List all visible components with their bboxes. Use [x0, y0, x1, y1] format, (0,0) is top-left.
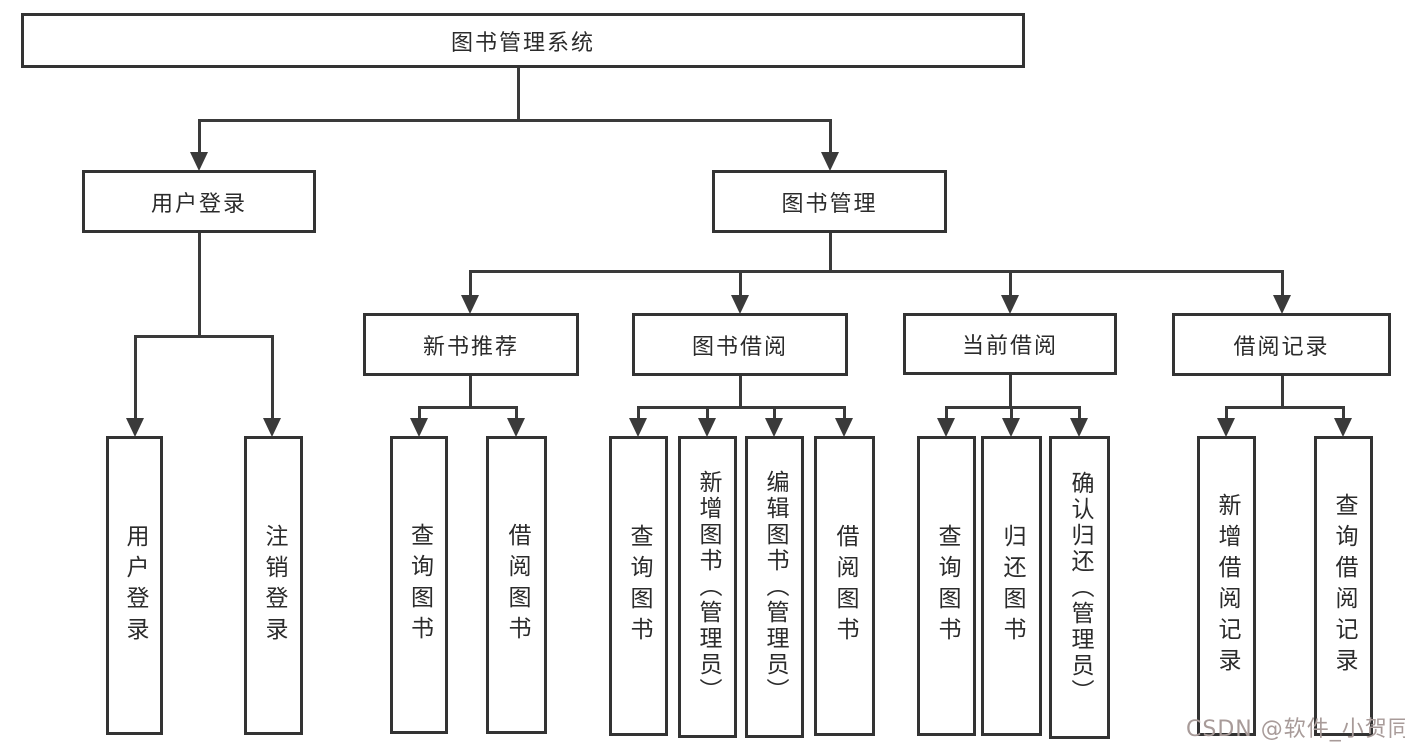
arrow-down-icon	[1273, 295, 1291, 314]
leaf-borrow-books: 借阅图书	[814, 436, 875, 736]
connector-records-vline	[1281, 376, 1284, 409]
connector-borrow-vline	[739, 376, 742, 409]
node-user-login: 用户登录	[82, 170, 316, 233]
arrow-down-icon	[731, 295, 749, 314]
arrow-down-icon	[1334, 418, 1352, 437]
node-label: 查询图书	[406, 523, 433, 647]
connector-current-hline	[945, 406, 1081, 409]
arrow-down-icon	[1001, 295, 1019, 314]
node-label: 借阅图书	[504, 523, 530, 647]
connector-current-vline	[1009, 375, 1012, 409]
node-label: 图书借阅	[691, 334, 788, 360]
leaf-query-books-current: 查询图书	[917, 436, 976, 736]
connector-stub	[945, 406, 948, 420]
node-label: 新书推荐	[422, 334, 519, 360]
connector-login-hline	[134, 335, 274, 338]
connector-stub-book-management	[829, 119, 832, 155]
leaf-edit-book-admin: 编辑图书（管理员）	[745, 436, 804, 738]
connector-login-vline	[198, 233, 201, 338]
connector-stub	[773, 406, 776, 420]
node-label: 查询借阅记录	[1331, 493, 1357, 679]
connector-borrow-hline	[637, 406, 846, 409]
connector-stub	[1225, 406, 1228, 420]
arrow-down-icon	[1217, 418, 1235, 437]
connector-mgmt-vline	[829, 233, 832, 273]
connector-stub	[1342, 406, 1345, 420]
connector-recommend-vline	[469, 376, 472, 409]
node-label: 图书管理	[781, 191, 878, 217]
leaf-user-login: 用户登录	[106, 436, 163, 735]
arrow-down-icon	[126, 418, 144, 437]
connector-stub-login-leaf	[134, 335, 137, 420]
node-label: 注销登录	[261, 523, 287, 648]
leaf-query-books-recommend: 查询图书	[390, 436, 448, 734]
connector-stub-borrow	[739, 270, 742, 298]
arrow-down-icon	[410, 418, 428, 437]
node-current-borrow: 当前借阅	[903, 313, 1117, 375]
node-label: 当前借阅	[961, 334, 1058, 359]
node-label: 查询图书	[626, 524, 652, 648]
connector-stub	[418, 406, 421, 420]
node-label: 借阅记录	[1233, 334, 1330, 360]
arrow-down-icon	[698, 418, 716, 437]
leaf-logout: 注销登录	[244, 436, 303, 735]
connector-stub-user-login	[198, 119, 201, 155]
connector-stub-logout-leaf	[271, 335, 274, 420]
arrow-down-icon	[765, 418, 783, 437]
leaf-query-books-borrow: 查询图书	[609, 436, 668, 736]
leaf-confirm-return-admin: 确认归还（管理员）	[1049, 436, 1110, 739]
connector-stub-recommend	[469, 270, 472, 298]
node-label: 用户登录	[150, 191, 247, 217]
arrow-down-icon	[937, 418, 955, 437]
connector-stub	[706, 406, 709, 420]
connector-stub	[1078, 406, 1081, 420]
connector-stub	[637, 406, 640, 420]
node-label: 用户登录	[122, 523, 148, 648]
arrow-down-icon	[461, 295, 479, 314]
arrow-down-icon	[507, 418, 525, 437]
arrow-down-icon	[263, 418, 281, 437]
connector-stub-current	[1009, 270, 1012, 298]
connector-recommend-hline	[418, 406, 518, 409]
node-label: 图书管理系统	[450, 30, 595, 56]
node-label: 新增借阅记录	[1214, 493, 1240, 679]
leaf-add-book-admin: 新增图书（管理员）	[678, 436, 737, 738]
arrow-down-icon	[821, 152, 839, 171]
connector-records-hline	[1225, 406, 1345, 409]
node-book-management: 图书管理	[712, 170, 947, 233]
arrow-down-icon	[1070, 418, 1088, 437]
connector-root-vline	[517, 68, 520, 122]
node-label: 借阅图书	[832, 524, 858, 648]
arrow-down-icon	[1002, 418, 1020, 437]
connector-mgmt-hline	[469, 270, 1284, 273]
connector-stub	[1010, 406, 1013, 420]
node-label: 查询图书	[934, 524, 960, 648]
leaf-query-borrow-record: 查询借阅记录	[1314, 436, 1373, 736]
node-label: 新增图书（管理员）	[695, 470, 721, 704]
node-label: 确认归还（管理员）	[1067, 470, 1093, 705]
node-label: 归还图书	[999, 524, 1025, 648]
node-label: 编辑图书（管理员）	[762, 470, 788, 704]
leaf-borrow-books-recommend: 借阅图书	[486, 436, 547, 734]
leaf-add-borrow-record: 新增借阅记录	[1197, 436, 1256, 736]
node-borrow-records: 借阅记录	[1172, 313, 1391, 376]
arrow-down-icon	[629, 418, 647, 437]
node-library-system: 图书管理系统	[21, 13, 1025, 68]
node-new-book-recommend: 新书推荐	[363, 313, 579, 376]
csdn-watermark: CSDN @软件_小贺同学	[1186, 717, 1405, 742]
node-book-borrow: 图书借阅	[632, 313, 848, 376]
arrow-down-icon	[835, 418, 853, 437]
connector-root-hline	[198, 119, 832, 122]
connector-stub	[515, 406, 518, 420]
leaf-return-books: 归还图书	[981, 436, 1042, 736]
arrow-down-icon	[190, 152, 208, 171]
connector-stub-records	[1281, 270, 1284, 298]
connector-stub	[843, 406, 846, 420]
